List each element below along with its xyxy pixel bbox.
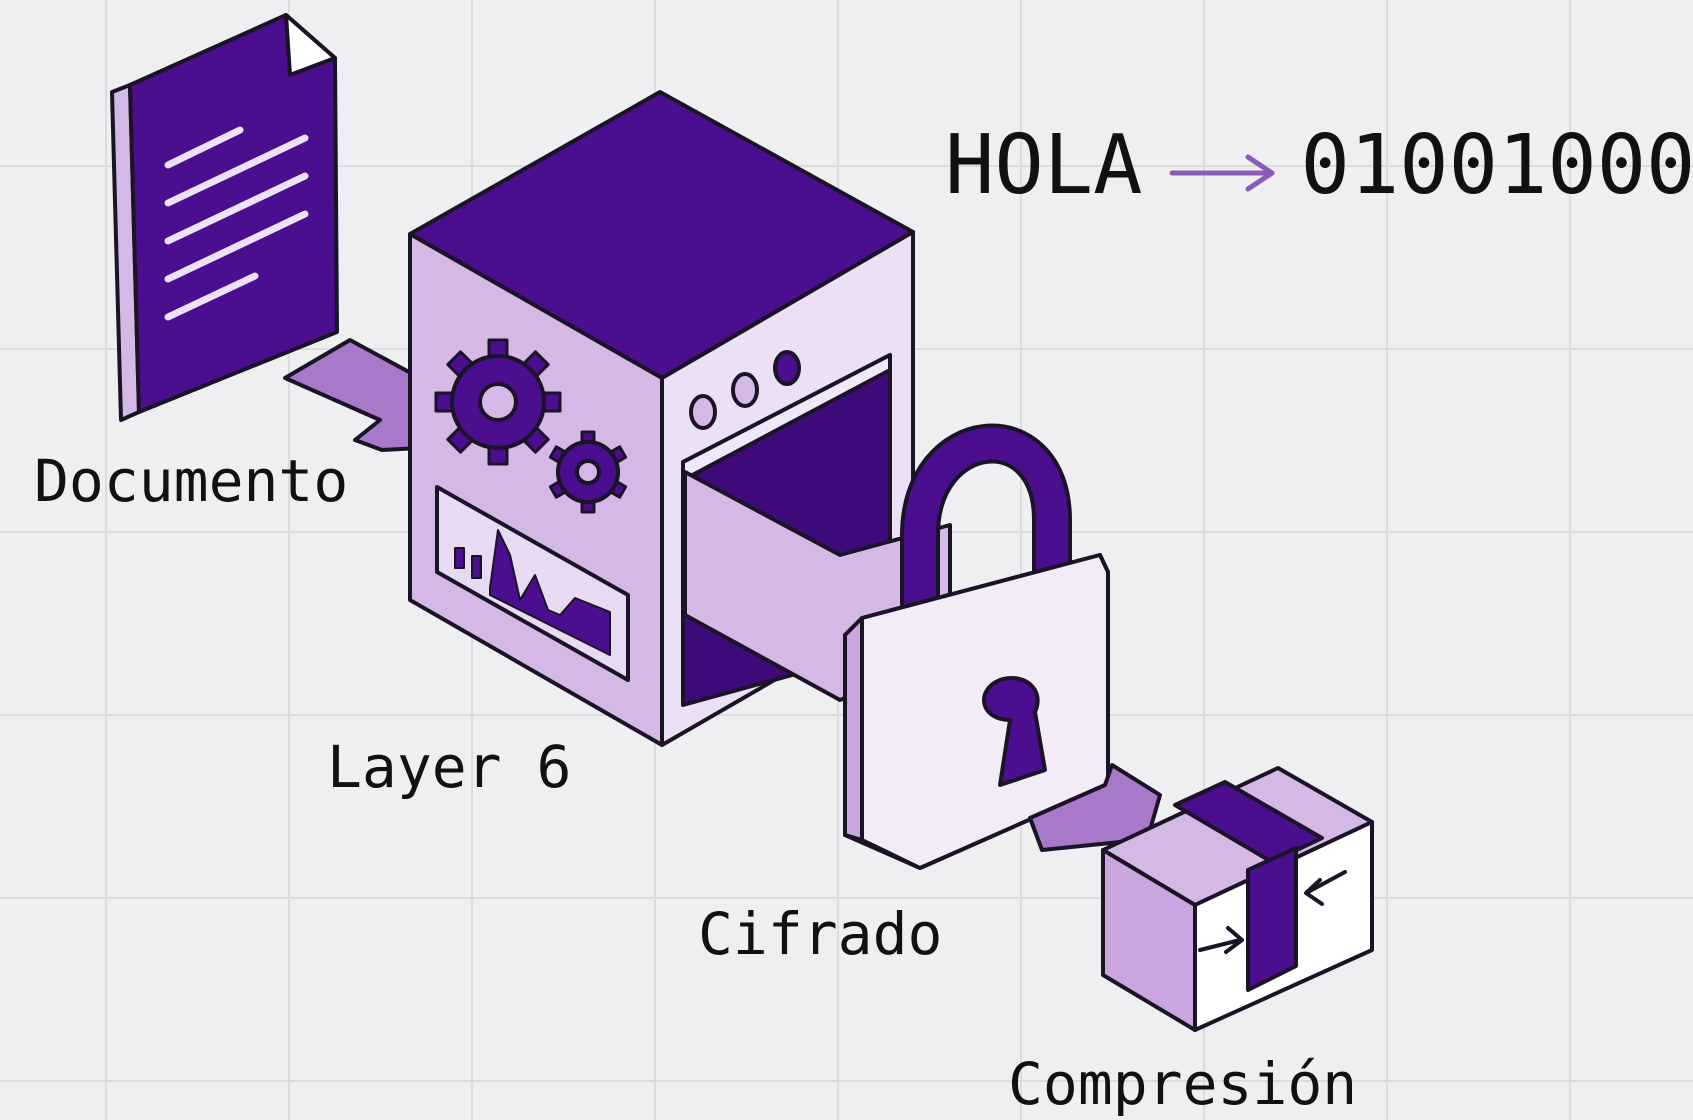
- conversion-input: HOLA: [945, 118, 1143, 213]
- arrow-icon: [1028, 763, 1162, 852]
- package-icon: [1101, 766, 1374, 1032]
- compression-label: Compresión: [1008, 1050, 1358, 1118]
- document-icon: [110, 13, 339, 422]
- arrow-icon: [1168, 118, 1278, 213]
- conversion-example: HOLA 01001000: [945, 118, 1693, 213]
- arrow-icon: [283, 338, 422, 452]
- gear-icon: [434, 338, 562, 466]
- conversion-output: 01001000: [1300, 118, 1693, 213]
- encryption-label: Cifrado: [698, 900, 943, 968]
- lock-icon: [843, 423, 1110, 870]
- layer-label: Layer 6: [327, 733, 572, 801]
- gear-icon: [548, 430, 628, 514]
- chart-icon: [435, 485, 630, 682]
- document-label: Documento: [34, 447, 349, 515]
